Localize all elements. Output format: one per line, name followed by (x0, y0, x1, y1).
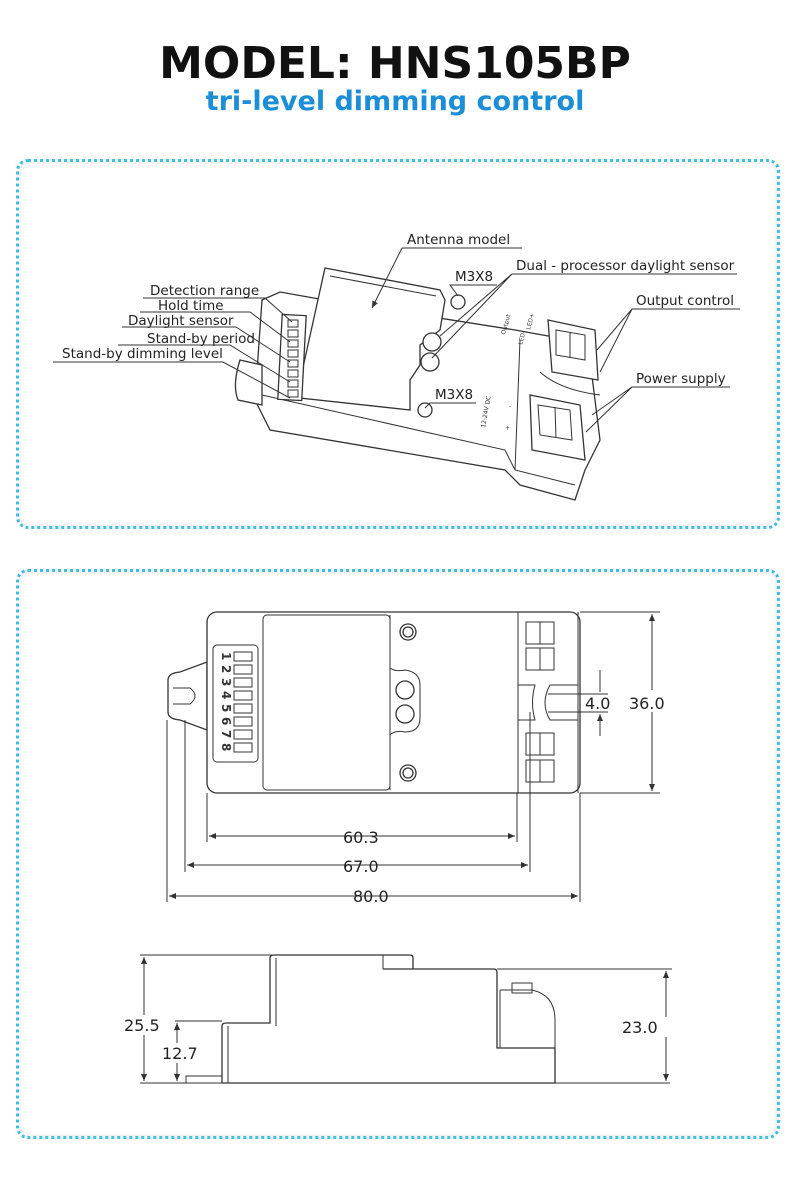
sensor-lens-icon (395, 704, 415, 724)
screw-icon (450, 294, 466, 310)
dip-number: 8 (219, 743, 233, 751)
label-standby-period: Stand-by period (147, 331, 255, 347)
marking-plus: + (505, 425, 510, 432)
device-top-view: 1 2 3 4 5 6 7 8 (167, 611, 581, 794)
screw-icon (417, 402, 433, 418)
model-title: MODEL: HNS105BP (159, 38, 631, 89)
sensor-lens-icon (395, 680, 415, 700)
perspective-view-panel (16, 159, 780, 529)
marking-led-minus: LED- (517, 330, 527, 345)
dip-switch-block: 1 2 3 4 5 6 7 8 (219, 651, 253, 753)
dim-60-3: 60.3 (343, 828, 379, 847)
sensor-lens-icon (422, 332, 442, 352)
dip-number: 1 (219, 652, 233, 660)
device-perspective: Output LED- LED+ 12-24V DC + - (234, 267, 601, 501)
dip-number: 3 (219, 678, 233, 686)
device-side-view (140, 954, 672, 1084)
label-screw-bottom: M3X8 (435, 387, 473, 403)
marking-led-plus: LED+ (525, 312, 536, 330)
dimension-drawing-panel (16, 569, 780, 1139)
marking-minus: - (509, 403, 511, 410)
dip-number: 2 (219, 665, 233, 673)
dim-23-0: 23.0 (622, 1018, 658, 1037)
label-daylight-sensor: Daylight sensor (128, 313, 234, 329)
top-view-dimensions: 36.0 4.0 60.3 67.0 80.0 (166, 611, 670, 906)
dim-gap: 4.0 (585, 694, 610, 713)
callouts: Antenna model M3X8 Dual - processor dayl… (53, 232, 740, 433)
label-hold-time: Hold time (158, 298, 224, 314)
label-output-control: Output control (636, 293, 734, 309)
dip-number: 5 (219, 704, 233, 712)
model-subtitle: tri-level dimming control (205, 86, 585, 117)
dip-number: 4 (219, 691, 233, 699)
dim-67-0: 67.0 (343, 857, 379, 876)
dim-80-0: 80.0 (353, 887, 389, 906)
dip-number: 6 (219, 717, 233, 725)
label-power-supply: Power supply (636, 371, 726, 387)
sensor-lens-icon (420, 352, 440, 372)
label-standby-dimming-level: Stand-by dimming level (62, 346, 223, 362)
label-dual-daylight-sensor: Dual - processor daylight sensor (516, 258, 735, 274)
dim-12-7: 12.7 (162, 1044, 198, 1063)
dip-switches-perspective (287, 319, 299, 398)
dip-number: 7 (219, 730, 233, 738)
side-view-dimensions: 25.5 12.7 23.0 (122, 957, 690, 1081)
power-connector (529, 394, 586, 461)
label-antenna-model: Antenna model (407, 232, 510, 248)
label-screw-top: M3X8 (455, 269, 493, 285)
dim-25-5: 25.5 (124, 1016, 160, 1035)
dim-width: 36.0 (629, 694, 665, 713)
label-detection-range: Detection range (150, 283, 259, 299)
